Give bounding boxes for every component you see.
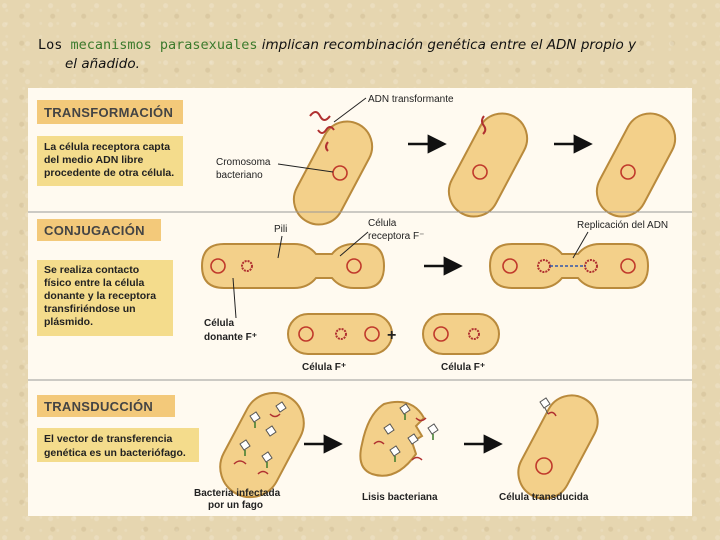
- figure-svg: TRANSFORMACIÓN La célula receptora capta…: [28, 94, 692, 511]
- label-chromosome-1: Cromosoma: [216, 157, 271, 168]
- label-lysis: Lisis bacteriana: [362, 492, 438, 503]
- parasexual-mechanisms-figure: TRANSFORMACIÓN La célula receptora capta…: [28, 88, 692, 516]
- label-receptor-1: Célula: [368, 218, 397, 229]
- dna-fragment-1: [309, 111, 331, 121]
- transduction-lysis-cell: [359, 400, 439, 477]
- label-cell-f-plus-1: Célula F⁺: [302, 362, 346, 373]
- dna-fragment-2: [317, 126, 335, 134]
- transformation-desc-2: del medio ADN libre: [44, 154, 144, 166]
- label-pili: Pili: [274, 224, 287, 235]
- pointer-donor: [232, 277, 237, 319]
- conjugation-desc-5: plásmido.: [44, 316, 93, 328]
- pointer-chromosome: [277, 163, 334, 173]
- transduction-header: [37, 395, 175, 417]
- transduction-transduced-cell: [517, 394, 599, 500]
- transduction-desc-1: El vector de transferencia: [44, 433, 173, 445]
- heading-keyword: mecanismos parasexuales: [70, 37, 258, 53]
- conjugation-new-donor-cell: [422, 313, 500, 355]
- transformation-cell-uptake: [447, 112, 529, 218]
- label-donor-2: donante F⁺: [204, 332, 257, 343]
- conjugation-header: [37, 219, 161, 241]
- pointer-dna: [333, 97, 367, 123]
- label-infected-2: por un fago: [208, 500, 263, 511]
- conjugation-pair: [200, 243, 386, 289]
- label-receptor-2: receptora F⁻: [368, 231, 424, 242]
- label-replication: Replicación del ADN: [577, 220, 668, 231]
- label-infected-1: Bacteria infectada: [194, 488, 281, 499]
- transformation-description-box: [37, 136, 183, 186]
- transformation-desc-1: La célula receptora capta: [44, 141, 170, 153]
- label-chromosome-2: bacteriano: [216, 170, 263, 181]
- label-dna-transformante: ADN transformante: [368, 94, 454, 105]
- pointer-receptor: [339, 231, 369, 257]
- pointer-pili: [277, 235, 283, 259]
- transduction-description-box: [37, 428, 199, 462]
- transformation-header: [37, 100, 183, 124]
- heading-line1-rest: implican recombinación genética entre el…: [257, 37, 637, 53]
- conjugation-description-box: [37, 260, 173, 336]
- conjugation-desc-1: Se realiza contacto: [44, 264, 139, 276]
- conjugation-desc-2: físico entre la célula: [44, 277, 145, 289]
- heading-line2: el añadido.: [65, 56, 140, 72]
- transformation-title: TRANSFORMACIÓN: [44, 105, 173, 120]
- label-donor-1: Célula: [204, 318, 234, 329]
- dna-fragment-3: [325, 141, 329, 152]
- pointer-replication: [572, 231, 589, 259]
- slide-heading: Los mecanismos parasexuales implican rec…: [38, 36, 698, 74]
- transformation-desc-3: procedente de otra célula.: [44, 167, 174, 179]
- label-transduced: Célula transducida: [499, 492, 589, 503]
- transduction-title: TRANSDUCCIÓN: [44, 399, 153, 414]
- heading-prefix: Los: [38, 37, 71, 53]
- transduction-desc-2: genética es un bacteriófago.: [44, 447, 186, 459]
- plus-sign: +: [387, 327, 397, 344]
- label-cell-f-plus-2: Célula F⁺: [441, 362, 485, 373]
- conjugation-desc-3: donante y la receptora: [44, 290, 156, 302]
- conjugation-donor-cell: [287, 313, 393, 355]
- conjugation-title: CONJUGACIÓN: [44, 223, 145, 238]
- conjugation-replicating-pair: [488, 243, 650, 289]
- conjugation-desc-4: transfiriéndose un: [44, 303, 136, 315]
- transformation-cell-recombined: [595, 112, 677, 218]
- transformation-cell-receptor: [292, 120, 374, 226]
- transduction-infected-cell: [219, 391, 305, 499]
